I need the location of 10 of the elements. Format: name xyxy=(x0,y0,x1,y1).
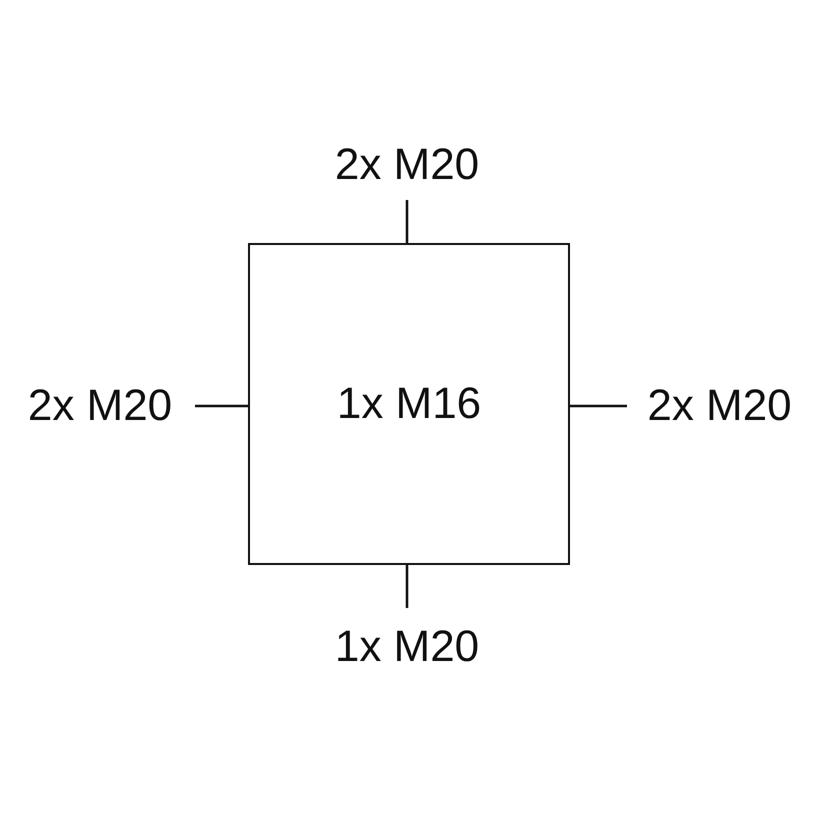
cable-entry-label: 1x M16 xyxy=(336,379,482,429)
leader-line xyxy=(406,565,408,608)
leader-line xyxy=(406,200,408,243)
cable-entry-label: 2x M20 xyxy=(5,380,195,432)
cable-entry-label: 2x M20 xyxy=(627,380,812,432)
leader-line xyxy=(570,404,627,408)
enclosure-box xyxy=(248,243,570,565)
leader-line xyxy=(195,404,248,408)
cable-entry-label: 1x M20 xyxy=(307,608,507,686)
cable-entry-label: 2x M20 xyxy=(307,130,507,200)
